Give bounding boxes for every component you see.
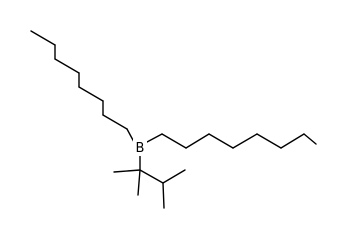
chain-b-bond-4 (232, 133, 258, 149)
chain-b-bond-3 (208, 133, 234, 149)
chain-a-bond-1 (30, 30, 56, 46)
quaternary-methyl-left-bond (113, 169, 141, 173)
molecule-diagram: B (30, 30, 317, 209)
atom-label-layer: B (133, 139, 147, 156)
boron-label-background (133, 139, 147, 156)
chain-a-bond-3 (54, 58, 80, 74)
boron-to-chain-b-bond (146, 133, 163, 143)
chain-b-bond-1 (161, 133, 187, 149)
chain-a-bond-7 (102, 114, 128, 130)
chain-b-bond-7 (303, 133, 317, 145)
boron-atom-label: B (136, 141, 145, 156)
quaternary-to-methine-bond (139, 169, 164, 184)
methine-methyl-up-bond (162, 169, 186, 184)
chain-b-bond-6 (280, 133, 305, 149)
methine-methyl-down-bond (162, 182, 165, 209)
chain-a-bond-5 (78, 86, 104, 102)
chain-a-to-boron-bond (126, 128, 135, 143)
chain-b-bond-5 (256, 133, 282, 149)
bond-layer (30, 30, 317, 209)
chain-b-bond-2 (185, 133, 210, 149)
quaternary-methyl-down-bond (137, 169, 141, 196)
